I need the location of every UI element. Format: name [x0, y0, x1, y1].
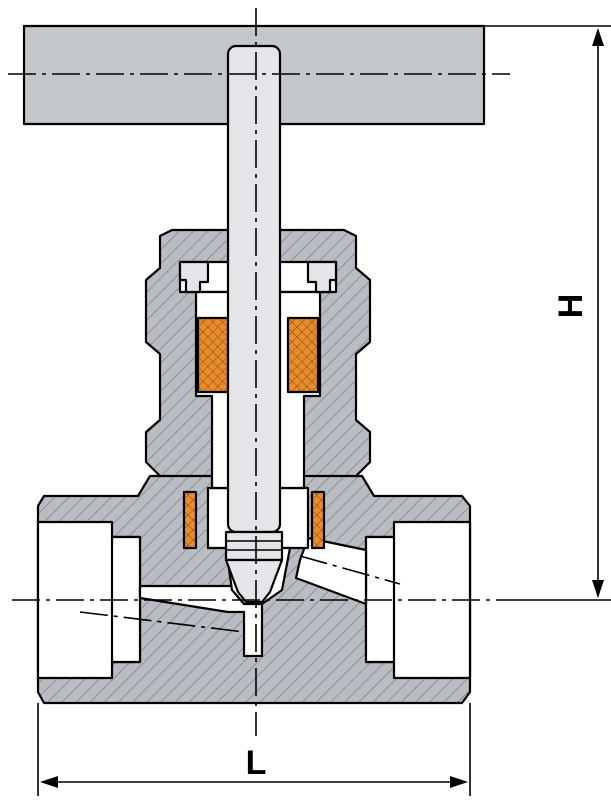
inlet-centerline — [79, 611, 245, 633]
gland-nut-right — [306, 260, 338, 294]
outlet-centerline — [299, 555, 401, 585]
dimension-h: H — [484, 25, 611, 601]
valve-stem — [224, 44, 284, 604]
seal-ring-right — [310, 490, 326, 550]
seal-ring-left — [182, 490, 198, 550]
dimension-l-label: L — [246, 744, 267, 782]
inlet-passage — [138, 584, 264, 658]
packing-left — [196, 316, 230, 394]
gland-nut-left — [178, 260, 210, 294]
dimension-h-label: H — [552, 294, 590, 319]
dimension-l: L — [37, 703, 471, 796]
needle-tip — [224, 558, 284, 604]
packing-right — [286, 316, 320, 394]
